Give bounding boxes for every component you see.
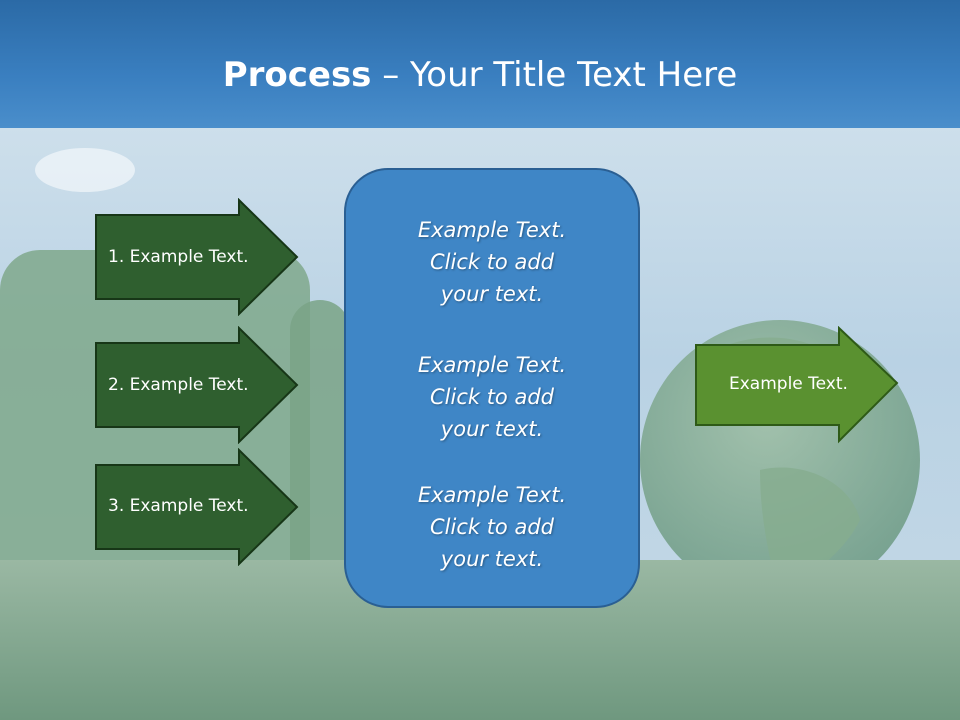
step-arrow-3[interactable] [94, 448, 300, 566]
box-line: Example Text. [417, 353, 567, 377]
box-line: your text. [440, 547, 544, 571]
center-text-box[interactable]: Example Text. Click to add your text. Ex… [344, 168, 640, 608]
box-line: your text. [440, 282, 544, 306]
step-arrow-1[interactable] [94, 198, 300, 316]
box-line: Click to add [429, 385, 554, 409]
cloud-shape [35, 148, 135, 192]
box-line: Example Text. [417, 218, 567, 242]
title-band [0, 0, 960, 128]
step-arrow-2[interactable] [94, 326, 300, 444]
box-text-block-3: Example Text. Click to add your text. [346, 479, 638, 575]
title-bold: Process [222, 55, 372, 95]
step-label-3: 3. Example Text. [108, 496, 249, 516]
box-line: your text. [440, 417, 544, 441]
box-text-block-2: Example Text. Click to add your text. [346, 349, 638, 445]
step-label-1: 1. Example Text. [108, 247, 249, 267]
title-rest: – Your Title Text Here [371, 55, 738, 95]
step-label-2: 2. Example Text. [108, 375, 249, 395]
box-line: Click to add [429, 250, 554, 274]
box-line: Example Text. [417, 483, 567, 507]
slide-title: Process – Your Title Text Here [0, 52, 960, 98]
box-text-block-1: Example Text. Click to add your text. [346, 214, 638, 310]
output-arrow[interactable] [694, 326, 900, 444]
box-line: Click to add [429, 515, 554, 539]
output-label: Example Text. [729, 374, 848, 394]
